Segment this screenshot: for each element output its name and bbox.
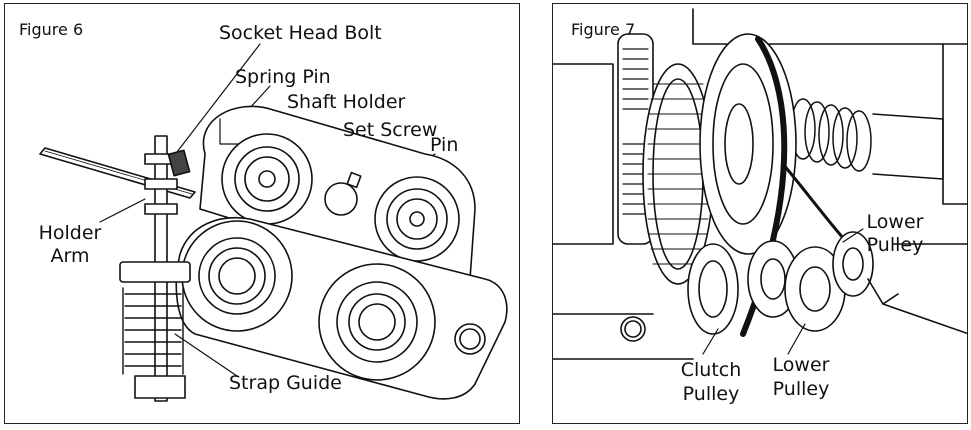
label-strap-guide: Strap Guide	[229, 372, 342, 394]
spring	[790, 98, 944, 180]
label-pin: Pin	[430, 134, 459, 156]
socket-head-bolt	[167, 149, 191, 177]
figure-7-panel: Figure 7 Lower Pulley Clutch Pulley Lowe…	[552, 3, 968, 424]
label-holder: Holder	[38, 222, 102, 244]
lower-right-roller	[318, 263, 436, 381]
housing-frame	[553, 8, 967, 360]
upper-right-roller	[374, 176, 460, 262]
label-spring-pin: Spring Pin	[235, 66, 331, 88]
figure-6-panel: Figure 6 Socket Head Bolt Spring Pin Sha…	[4, 3, 520, 424]
figure-7-drawing	[553, 8, 967, 360]
label-socket-head-bolt: Socket Head Bolt	[219, 22, 382, 44]
lower-right-bolt	[454, 323, 486, 355]
drive-gear	[642, 63, 714, 285]
label-clutch: Clutch	[680, 359, 742, 381]
label-lower-pulley-bottom-2: Pulley	[772, 378, 830, 400]
figure-6-title: Figure 6	[19, 20, 84, 39]
figure-7-title: Figure 7	[571, 20, 636, 39]
label-lower-pulley-right-1: Lower	[866, 211, 924, 233]
label-clutch-pulley: Pulley	[682, 383, 740, 405]
label-set-screw: Set Screw	[343, 119, 438, 141]
figure-6-drawing	[39, 43, 508, 402]
clutch-pulley	[687, 33, 797, 335]
label-shaft-holder: Shaft Holder	[287, 91, 406, 113]
leader-lines	[702, 228, 864, 355]
round-button	[620, 316, 646, 342]
upper-left-roller	[221, 133, 313, 225]
lower-pulleys	[747, 231, 899, 332]
pin-hole	[324, 171, 362, 216]
lower-left-roller	[181, 220, 293, 332]
spring-assembly	[119, 135, 191, 402]
label-lower-pulley-bottom-1: Lower	[772, 354, 830, 376]
label-arm: Arm	[50, 245, 90, 267]
label-lower-pulley-right-2: Pulley	[866, 234, 924, 256]
